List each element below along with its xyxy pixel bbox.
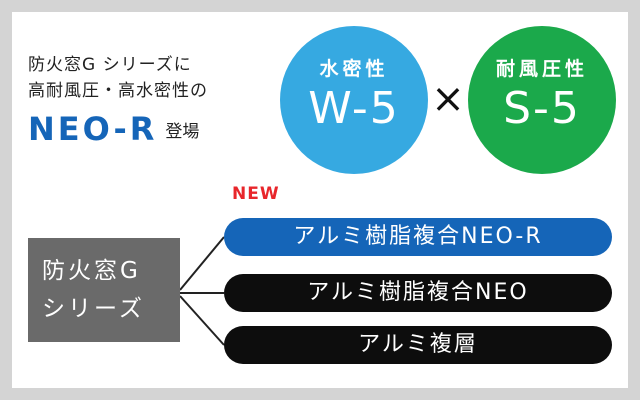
product-pill-multilayer: アルミ複層 <box>224 326 612 364</box>
series-box-line2: シリーズ <box>42 296 145 322</box>
series-box-line1: 防火窓G <box>42 258 141 284</box>
debut-text: 登場 <box>165 121 200 142</box>
wind-pressure-value: S-5 <box>503 83 581 134</box>
headline: 防火窓G シリーズに 高耐風圧・高水密性の NEO-R 登場 <box>28 52 268 148</box>
headline-line2: 高耐風圧・高水密性の <box>28 81 208 101</box>
headline-line1: 防火窓G シリーズに <box>28 55 192 75</box>
headline-line3: NEO-R 登場 <box>28 110 268 148</box>
wind-pressure-label: 耐風圧性 <box>495 58 588 80</box>
fire-window-g-series-box: 防火窓G シリーズ <box>28 238 180 342</box>
connector-line-top <box>179 236 225 291</box>
product-pill-neo-r: アルミ樹脂複合NEO-R <box>224 218 612 256</box>
watertightness-label: 水密性 <box>319 58 389 80</box>
times-symbol: × <box>431 76 465 122</box>
product-name-neo-r: NEO-R <box>28 110 158 148</box>
watertightness-circle: 水密性 W-5 <box>280 26 428 174</box>
connector-line-bottom <box>179 295 225 346</box>
watertightness-value: W-5 <box>308 83 400 134</box>
wind-pressure-circle: 耐風圧性 S-5 <box>468 26 616 174</box>
new-badge: NEW <box>232 184 280 204</box>
product-pill-neo: アルミ樹脂複合NEO <box>224 274 612 312</box>
